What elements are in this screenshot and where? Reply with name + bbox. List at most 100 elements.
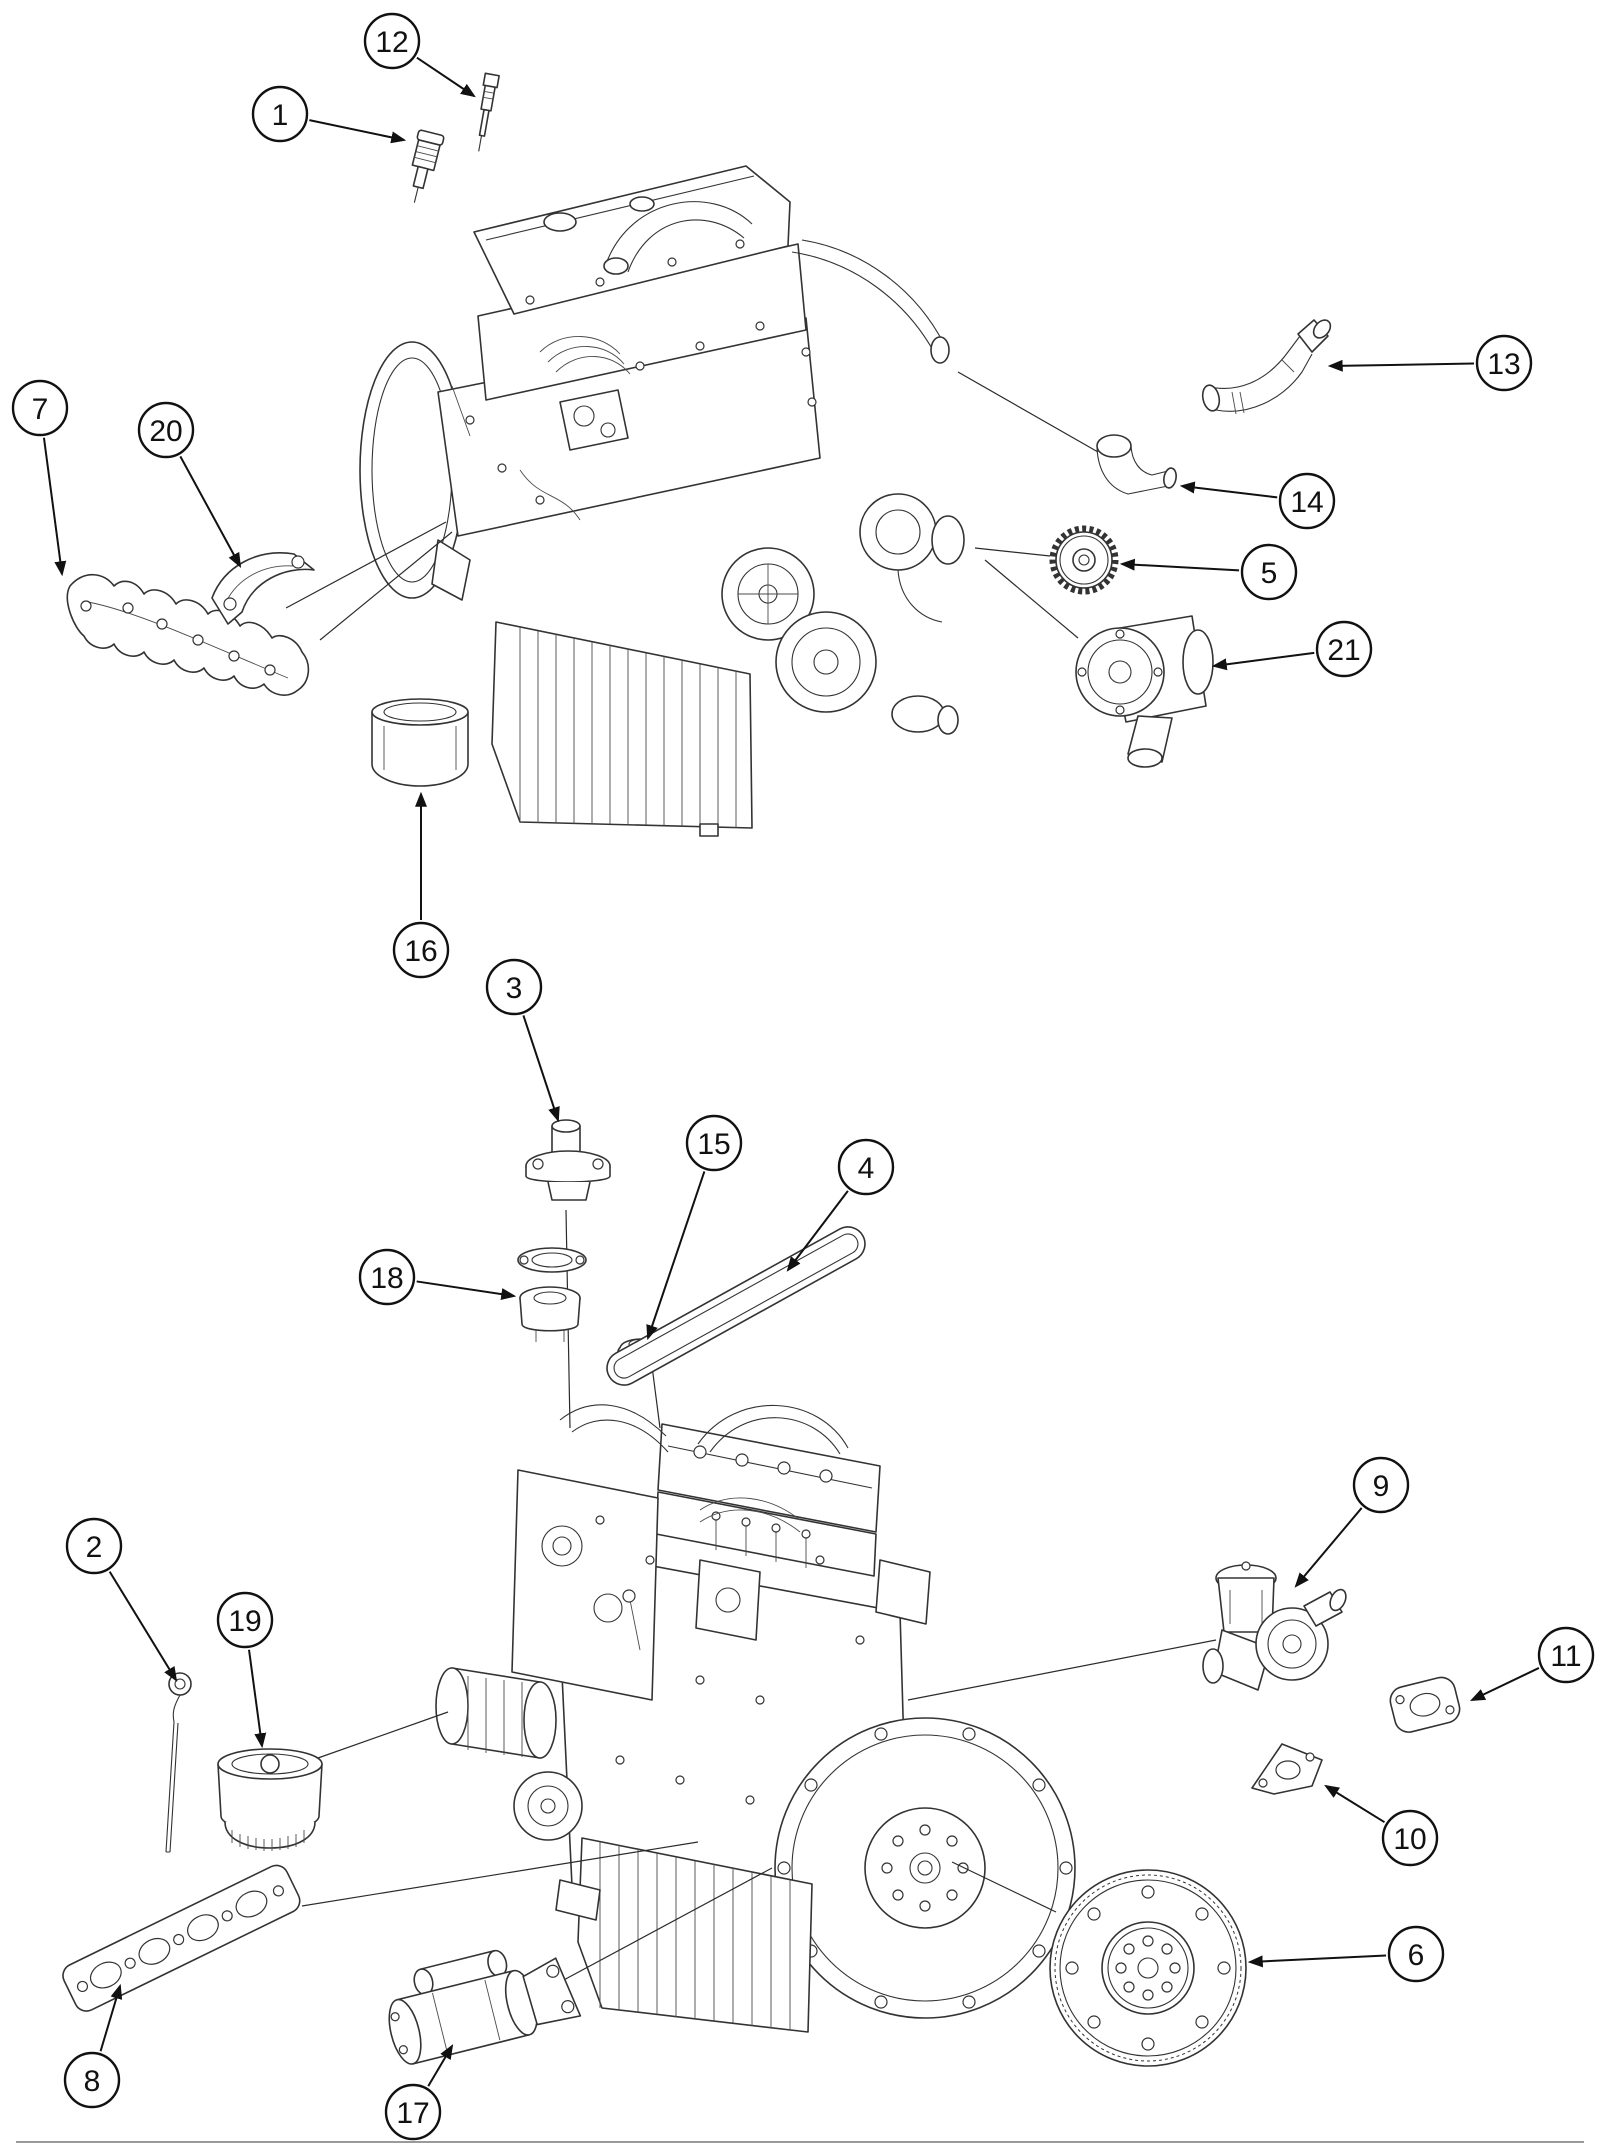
- part-7-valve-cover-gasket: [66, 573, 310, 696]
- callout-arrow: [179, 455, 242, 568]
- callout-arrow: [1294, 1507, 1363, 1588]
- bolt-details-top: [465, 239, 817, 505]
- callout-circle: [1240, 543, 1298, 601]
- callout-arrow: [1324, 1784, 1386, 1824]
- callout-9: 9: [1294, 1456, 1410, 1588]
- leader-line: [301, 1841, 699, 1907]
- callout-arrow: [1469, 1667, 1540, 1701]
- callout-16: 16: [392, 791, 450, 979]
- crank-pulley-bottom: [513, 1771, 583, 1841]
- part-13-hose: [1201, 319, 1332, 415]
- leader-line: [559, 1867, 773, 1983]
- callout-arrow: [1119, 558, 1240, 572]
- callout-6: 6: [1247, 1925, 1445, 1983]
- part-1-glow-plug: [411, 129, 445, 203]
- part-2-dipstick: [165, 1672, 192, 1853]
- callout-11: 11: [1469, 1626, 1595, 1701]
- leader-line: [285, 521, 447, 609]
- callout-number: 19: [228, 1605, 261, 1638]
- leader-line: [319, 531, 453, 641]
- callout-circle: [1315, 620, 1373, 678]
- callout-circle: [358, 1248, 416, 1306]
- callout-arrow: [248, 1649, 267, 1749]
- callout-arrow: [1247, 1954, 1387, 1968]
- callout-circle: [11, 379, 69, 437]
- callout-13: 13: [1327, 334, 1533, 392]
- leader-line: [957, 371, 1099, 453]
- callout-number: 11: [1550, 1640, 1581, 1673]
- callout-19: 19: [216, 1591, 274, 1749]
- part-18-thermostat: [517, 1247, 587, 1342]
- callout-circle: [63, 2051, 121, 2109]
- leader-lines-layer: [285, 371, 1217, 1983]
- callout-circle: [1381, 1809, 1439, 1867]
- callout-arrow: [108, 1571, 178, 1682]
- oil-filler-cap: [543, 212, 577, 232]
- callout-number: 15: [697, 1128, 730, 1161]
- part-19-oil-filter: [217, 1748, 323, 1851]
- bottom-valve-cover: [657, 1423, 881, 1533]
- callout-circle: [837, 1138, 895, 1196]
- callout-arrow: [42, 437, 67, 577]
- part-20-bracket: [211, 552, 315, 625]
- flywheel-housing: [774, 1717, 1076, 2019]
- callout-circle: [384, 2083, 442, 2141]
- callout-arrow: [309, 119, 407, 144]
- callout-circle: [65, 1517, 123, 1575]
- callout-number: 10: [1393, 1823, 1426, 1856]
- callout-circle: [392, 921, 450, 979]
- part-17-starter-motor: [388, 1949, 582, 2065]
- callout-10: 10: [1324, 1784, 1439, 1867]
- leader-line: [651, 1365, 661, 1429]
- callout-12: 12: [363, 12, 476, 98]
- callout-number: 21: [1327, 634, 1360, 667]
- part-3-thermostat-outlet: [525, 1119, 611, 1201]
- callout-arrow: [1179, 481, 1278, 499]
- callout-circle: [485, 958, 543, 1016]
- callout-1: 1: [251, 85, 407, 144]
- callout-arrow: [786, 1190, 849, 1272]
- part-16-filter-cartridge: [371, 698, 469, 787]
- callout-circle: [251, 85, 309, 143]
- leader-line: [951, 1861, 1057, 1913]
- part-9-pump: [1202, 1561, 1347, 1691]
- callout-arrow: [1327, 359, 1475, 372]
- callout-arrow: [1211, 651, 1315, 671]
- callout-circle: [1475, 334, 1533, 392]
- callout-number: 4: [858, 1152, 875, 1185]
- callout-2: 2: [65, 1517, 178, 1682]
- callout-18: 18: [358, 1248, 517, 1306]
- callout-21: 21: [1211, 620, 1373, 678]
- part-10-gasket: [1251, 1743, 1323, 1795]
- callout-arrow: [522, 1015, 560, 1123]
- callout-14: 14: [1179, 472, 1336, 530]
- callout-20: 20: [137, 401, 242, 568]
- leader-line: [974, 547, 1051, 557]
- callout-circle: [137, 401, 195, 459]
- callout-4: 4: [786, 1138, 895, 1272]
- callout-number: 17: [396, 2097, 429, 2130]
- callout-circle: [1352, 1456, 1410, 1514]
- callout-number: 6: [1408, 1939, 1425, 1972]
- part-21-water-pump: [1075, 615, 1214, 768]
- callout-arrow: [416, 56, 476, 98]
- callout-3: 3: [485, 958, 560, 1123]
- callout-17: 17: [384, 2044, 454, 2141]
- bolt-details-bottom: [595, 1515, 865, 1805]
- callout-number: 18: [370, 1262, 403, 1295]
- callout-number: 1: [272, 99, 289, 132]
- callout-number: 7: [32, 393, 49, 426]
- engine-mounted-filter: [435, 1667, 557, 1759]
- injection-pump: [559, 389, 629, 451]
- crank-pulley-top: [775, 611, 877, 713]
- intake-elbow-pipe: [605, 201, 753, 265]
- callout-8: 8: [63, 1983, 123, 2109]
- part-14-elbow-hose: [1096, 434, 1177, 495]
- bottom-injection-pump: [695, 1559, 761, 1641]
- leader-line: [907, 1639, 1217, 1701]
- callout-arrow: [416, 1280, 517, 1301]
- callout-number: 20: [149, 415, 182, 448]
